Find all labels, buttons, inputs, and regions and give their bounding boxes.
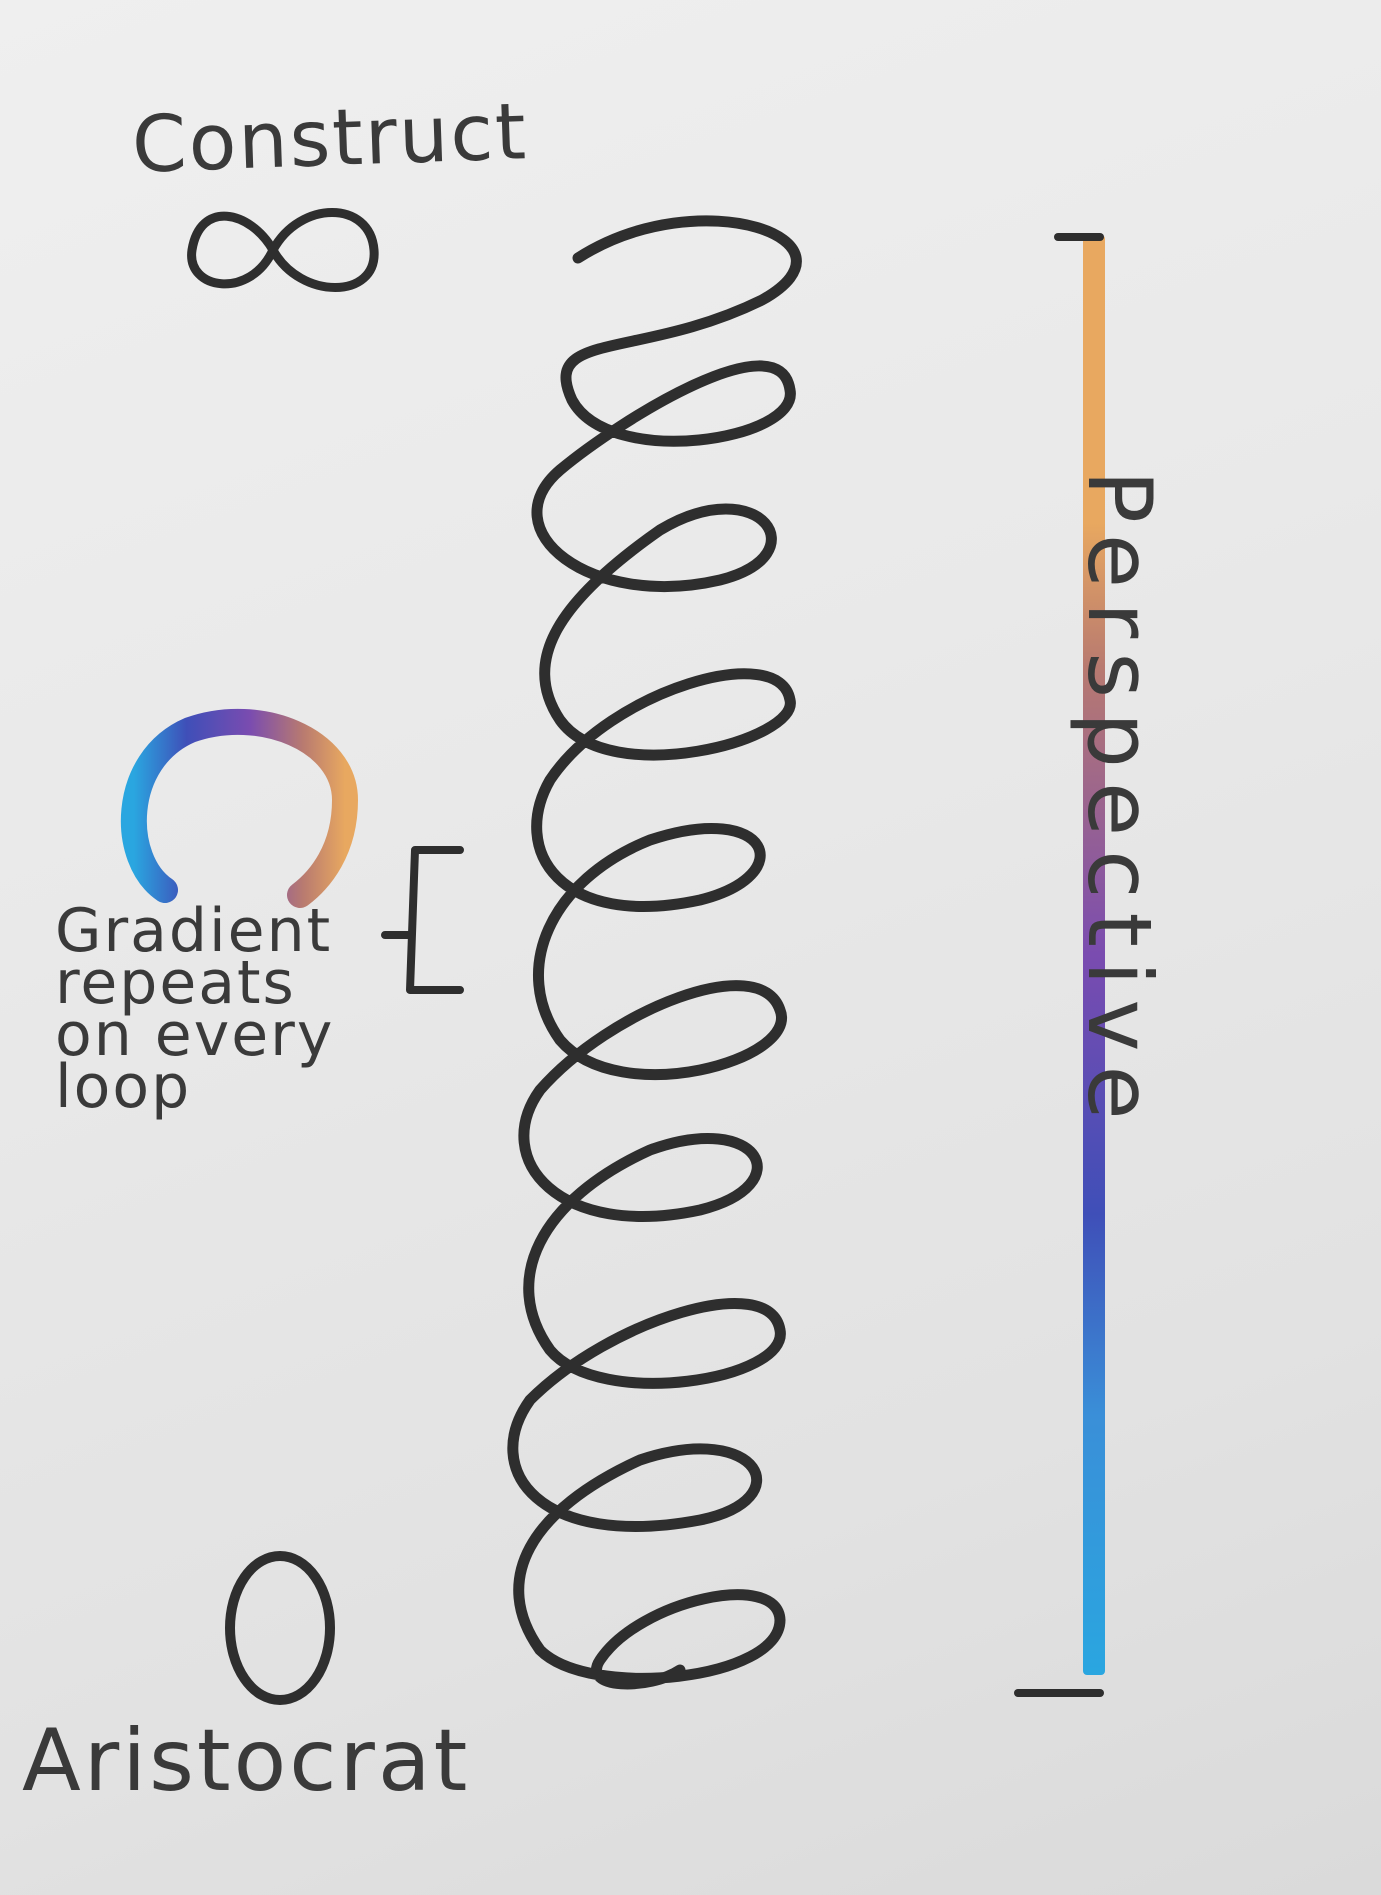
note-line: loop bbox=[55, 1052, 192, 1122]
coil-spiral bbox=[507, 215, 802, 1690]
perspective-gradient-bar bbox=[1083, 235, 1105, 1675]
note-line: on every bbox=[55, 1000, 335, 1070]
oval-icon bbox=[225, 1551, 335, 1705]
perspective-label: Perspective bbox=[1068, 470, 1171, 1134]
gradient-arc-icon bbox=[120, 708, 359, 908]
note-line: Gradient bbox=[55, 896, 333, 966]
infinity-icon bbox=[187, 208, 379, 292]
aristocrat-label: Aristocrat bbox=[22, 1711, 471, 1811]
note-line: repeats bbox=[55, 948, 296, 1018]
construct-label: Construct bbox=[130, 87, 530, 191]
gradient-note: Gradient repeats on every loop bbox=[55, 896, 335, 1122]
bracket-icon bbox=[381, 846, 464, 994]
